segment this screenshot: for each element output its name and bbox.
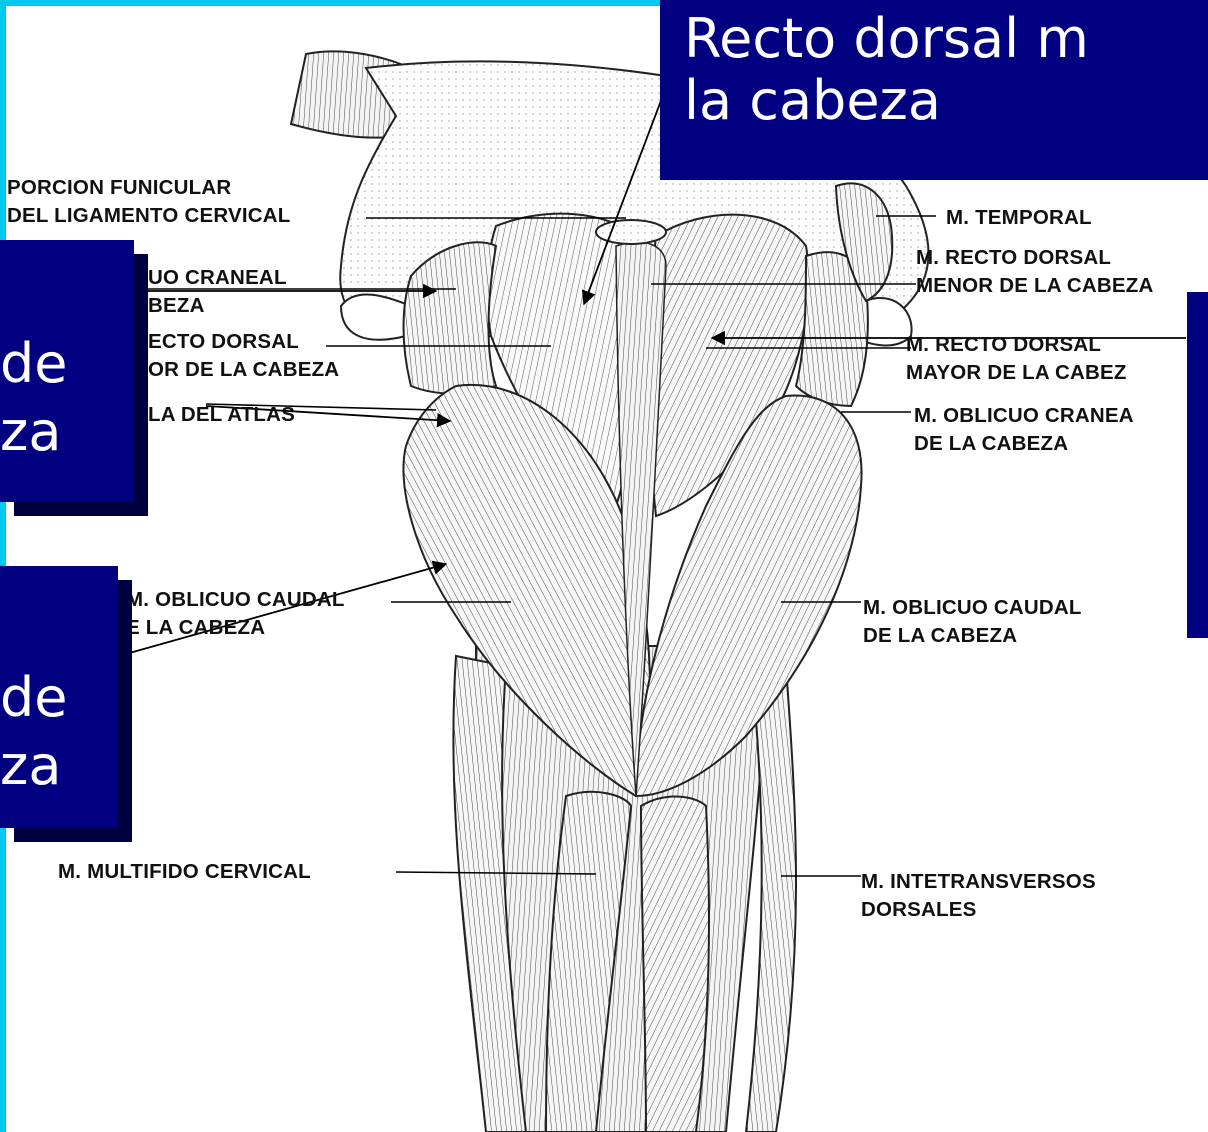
ligament-oval — [596, 220, 666, 244]
label-line: M. OBLICUO CAUDAL — [126, 588, 345, 611]
label-line: M. RECTO DORSAL — [916, 246, 1111, 269]
label-line: MENOR DE LA CABEZA — [916, 274, 1153, 297]
label-line: UO CRANEAL — [148, 266, 287, 289]
label-line: DE LA CABEZA — [863, 624, 1017, 647]
label-line: M. OBLICUO CAUDAL — [863, 596, 1082, 619]
label-oblicuo-craneal-right: M. OBLICUO CRANEA DE LA CABEZA — [914, 402, 1134, 458]
label-recto-dorsal-left: ECTO DORSAL OR DE LA CABEZA — [148, 328, 339, 384]
label-oblicuo-caudal-right: M. OBLICUO CAUDAL DE LA CABEZA — [863, 594, 1082, 650]
label-multifido: M. MULTIFIDO CERVICAL — [58, 858, 311, 886]
label-line: M. RECTO DORSAL — [906, 333, 1101, 356]
callout-left-upper-line-1: de — [0, 330, 134, 398]
label-ala-atlas: LA DEL ATLAS — [148, 401, 295, 429]
multifidus-right — [641, 797, 709, 1132]
label-temporal: M. TEMPORAL — [946, 204, 1092, 232]
label-line: DE LA CABEZA — [914, 432, 1068, 455]
label-oblicuo-craneal-left: UO CRANEAL BEZA — [148, 264, 287, 320]
label-intertransversos: M. INTETRANSVERSOS DORSALES — [861, 868, 1096, 924]
callout-left-upper-line-2: za — [0, 398, 134, 466]
label-oblicuo-caudal-left: M. OBLICUO CAUDAL E LA CABEZA — [126, 586, 345, 642]
label-line: M. OBLICUO CRANEA — [914, 404, 1134, 427]
label-line: E LA CABEZA — [126, 616, 265, 639]
atlas-wing-left — [341, 294, 411, 339]
label-line: BEZA — [148, 294, 205, 317]
callout-left-upper: de za — [0, 240, 134, 502]
label-line: DEL LIGAMENTO CERVICAL — [7, 204, 290, 227]
callout-right — [1187, 292, 1208, 638]
callout-left-lower-line-1: de — [0, 664, 118, 732]
label-porcion-funicular: PORCION FUNICULAR DEL LIGAMENTO CERVICAL — [7, 174, 290, 230]
callout-top-line-1: Recto dorsal m — [684, 8, 1208, 70]
label-line: ECTO DORSAL — [148, 330, 299, 353]
callout-left-lower: de za — [0, 566, 118, 828]
label-line: MAYOR DE LA CABEZ — [906, 361, 1127, 384]
label-recto-mayor-right: M. RECTO DORSAL MAYOR DE LA CABEZ — [906, 331, 1127, 387]
callout-top: Recto dorsal m la cabeza — [660, 0, 1208, 180]
label-line: PORCION FUNICULAR — [7, 176, 231, 199]
callout-left-lower-line-2: za — [0, 732, 118, 800]
label-line: OR DE LA CABEZA — [148, 358, 339, 381]
callout-top-line-2: la cabeza — [684, 70, 1208, 132]
label-line: DORSALES — [861, 898, 977, 921]
label-recto-menor-right: M. RECTO DORSAL MENOR DE LA CABEZA — [916, 244, 1153, 300]
label-line: M. INTETRANSVERSOS — [861, 870, 1096, 893]
